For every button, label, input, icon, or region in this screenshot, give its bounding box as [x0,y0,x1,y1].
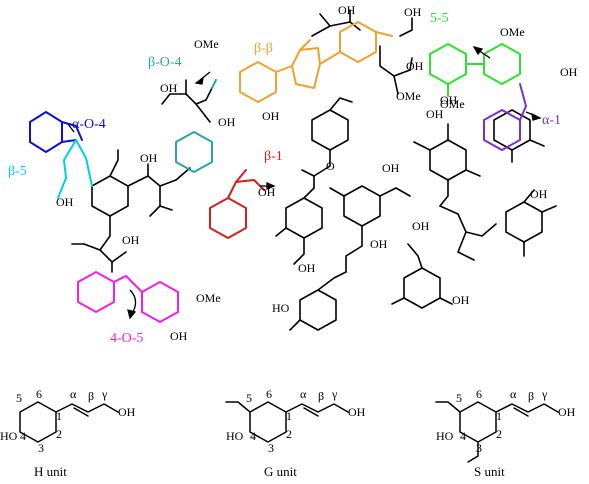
s-num-1: 1 [496,409,502,423]
h-beta: β [88,389,94,403]
h-num-6: 6 [36,387,42,401]
ome-label: OMe [194,37,219,51]
s-num-4: 4 [460,429,466,443]
oh-label: OH [452,293,470,307]
arrows [67,45,542,320]
oh-label: OH [404,5,422,19]
g-num-5: 5 [246,391,252,405]
h-oh-right: OH [118,405,136,419]
h-num-1: 1 [56,409,62,423]
g-num-4: 4 [250,429,256,443]
oh-label: OH [122,233,140,247]
h-ho-left: HO [0,429,18,443]
g-ho-left: HO [226,429,244,443]
ome-label: OMe [440,97,465,111]
oh-label: OH [140,151,158,165]
s-beta: β [528,389,534,403]
s-num-3: 3 [476,441,482,455]
h-gamma: γ [101,387,108,401]
oh-label: OH [338,3,356,17]
s-num-2: 2 [496,427,502,441]
oh-label: OH [406,59,424,73]
oh-label: OH [412,219,430,233]
s-num-6: 6 [476,387,482,401]
s-oh-right: OH [558,405,576,419]
atom-labels: OH OH OH OH OH OH OMe OH OH OH OMe OH OM… [56,3,578,343]
g-num-1: 1 [286,409,292,423]
oh-label: OH [170,329,188,343]
beta-1-ring [209,169,265,239]
g-num-3: 3 [268,441,274,455]
oh-label: OH [530,187,548,201]
h-num-2: 2 [56,427,62,441]
g-num-6: 6 [266,387,272,401]
s-alpha: α [510,387,517,401]
g-unit-name: G unit [264,464,297,479]
s-gamma: γ [541,387,548,401]
s-ho-left: HO [436,429,454,443]
oh-label: OH [382,161,400,175]
alpha-1-ring [483,83,527,151]
alpha-o-4-ring [29,111,83,153]
oh-label: OH [258,185,276,199]
g-alpha: α [300,387,307,401]
o-label: O [326,159,335,173]
five-five-label: 5-5 [430,11,449,26]
oh-label: OH [298,261,316,275]
g-gamma: γ [331,387,338,401]
g-num-2: 2 [286,427,292,441]
beta-1-label: β-1 [264,149,283,164]
ome-label: OMe [500,25,525,39]
oh-label: OH [440,93,458,107]
s-unit-name: S unit [474,464,505,479]
h-num-4: 4 [20,429,26,443]
oh-label: OH [160,81,178,95]
oh-label: OH [370,237,388,251]
beta-beta-system [239,21,393,103]
g-beta: β [318,389,324,403]
oh-label: OH [218,115,236,129]
h-unit-structure: α β γ OH HO 1 2 3 4 5 6 H unit [0,387,136,479]
alpha-1-label: α-1 [542,113,561,128]
oh-label: OH [262,109,280,123]
oh-label: OH [56,195,74,209]
ome-label: OMe [396,89,421,103]
beta-beta-label: β-β [254,41,273,56]
beta-5-label: β-5 [8,164,27,179]
black-backbone [71,9,557,331]
oh-label: OH [560,65,578,79]
s-num-5: 5 [456,391,462,405]
ome-label: OMe [196,291,221,305]
four-o-5-label: 4-O-5 [110,331,143,346]
g-unit-structure: α β γ OH HO 1 2 3 4 5 6 G unit [225,387,366,479]
h-num-3: 3 [38,441,44,455]
oh-label: OH [426,107,444,121]
beta-o-4-ring [175,79,217,173]
five-five-rings [429,43,521,97]
four-o-5-rings [77,271,179,323]
g-oh-right: OH [348,405,366,419]
s-unit-structure: α β γ OH HO 1 2 3 4 5 6 S unit [435,387,576,479]
beta-o-4-label: β-O-4 [148,55,182,70]
h-num-5: 5 [16,391,22,405]
h-alpha: α [70,387,77,401]
ho-label: HO [272,301,290,315]
alpha-o-4-label: α-O-4 [72,117,106,132]
h-unit-name: H unit [34,464,67,479]
beta-5-bond [57,139,93,199]
